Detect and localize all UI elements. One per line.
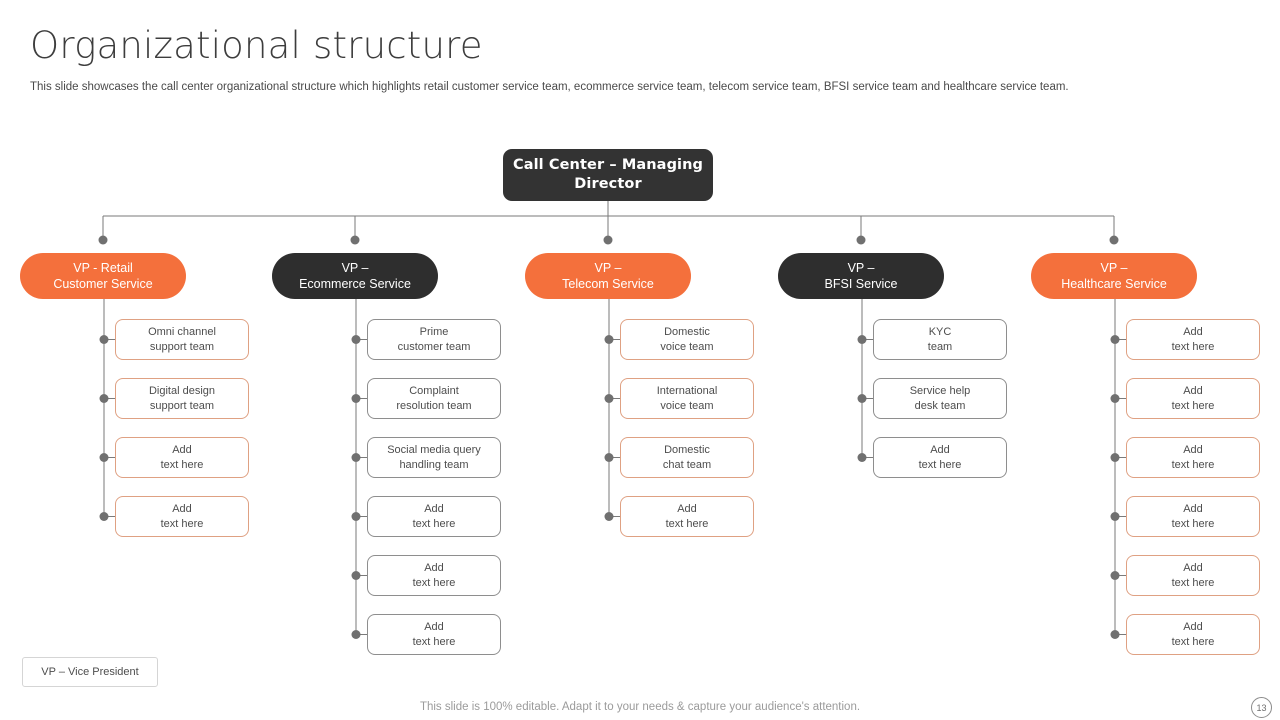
child-node-c4-r1[interactable]: KYC team xyxy=(873,319,1007,360)
child-node-c5-r2[interactable]: Add text here xyxy=(1126,378,1260,419)
node-vp-bfsi-service[interactable]: VP – BFSI Service xyxy=(778,253,944,299)
child-node-c1-r2[interactable]: Digital design support team xyxy=(115,378,249,419)
child-node-c3-r3[interactable]: Domestic chat team xyxy=(620,437,754,478)
child-node-c3-r1[interactable]: Domestic voice team xyxy=(620,319,754,360)
child-node-c2-r2[interactable]: Complaint resolution team xyxy=(367,378,501,419)
child-node-c3-r4[interactable]: Add text here xyxy=(620,496,754,537)
legend-vp-abbreviation: VP – Vice President xyxy=(22,657,158,687)
child-node-c5-r6[interactable]: Add text here xyxy=(1126,614,1260,655)
node-vp-healthcare-service[interactable]: VP – Healthcare Service xyxy=(1031,253,1197,299)
child-node-c5-r1[interactable]: Add text here xyxy=(1126,319,1260,360)
page-title: Organizational structure xyxy=(30,24,483,67)
child-node-c5-r4[interactable]: Add text here xyxy=(1126,496,1260,537)
footer-note: This slide is 100% editable. Adapt it to… xyxy=(419,701,861,713)
page-number: 13 xyxy=(1251,697,1272,718)
child-node-c2-r4[interactable]: Add text here xyxy=(367,496,501,537)
child-node-c5-r3[interactable]: Add text here xyxy=(1126,437,1260,478)
child-node-c1-r3[interactable]: Add text here xyxy=(115,437,249,478)
child-node-c5-r5[interactable]: Add text here xyxy=(1126,555,1260,596)
child-node-c1-r1[interactable]: Omni channel support team xyxy=(115,319,249,360)
child-node-c2-r3[interactable]: Social media query handling team xyxy=(367,437,501,478)
child-node-c1-r4[interactable]: Add text here xyxy=(115,496,249,537)
child-node-c3-r2[interactable]: International voice team xyxy=(620,378,754,419)
node-vp-telecom-service[interactable]: VP – Telecom Service xyxy=(525,253,691,299)
page-subtitle: This slide showcases the call center org… xyxy=(30,81,1069,93)
node-vp-retail-customer-service[interactable]: VP - Retail Customer Service xyxy=(20,253,186,299)
child-node-c2-r5[interactable]: Add text here xyxy=(367,555,501,596)
child-node-c4-r2[interactable]: Service help desk team xyxy=(873,378,1007,419)
node-root-managing-director[interactable]: Call Center – Managing Director xyxy=(503,149,713,201)
child-node-c2-r6[interactable]: Add text here xyxy=(367,614,501,655)
child-node-c4-r3[interactable]: Add text here xyxy=(873,437,1007,478)
child-node-c2-r1[interactable]: Prime customer team xyxy=(367,319,501,360)
node-vp-ecommerce-service[interactable]: VP – Ecommerce Service xyxy=(272,253,438,299)
